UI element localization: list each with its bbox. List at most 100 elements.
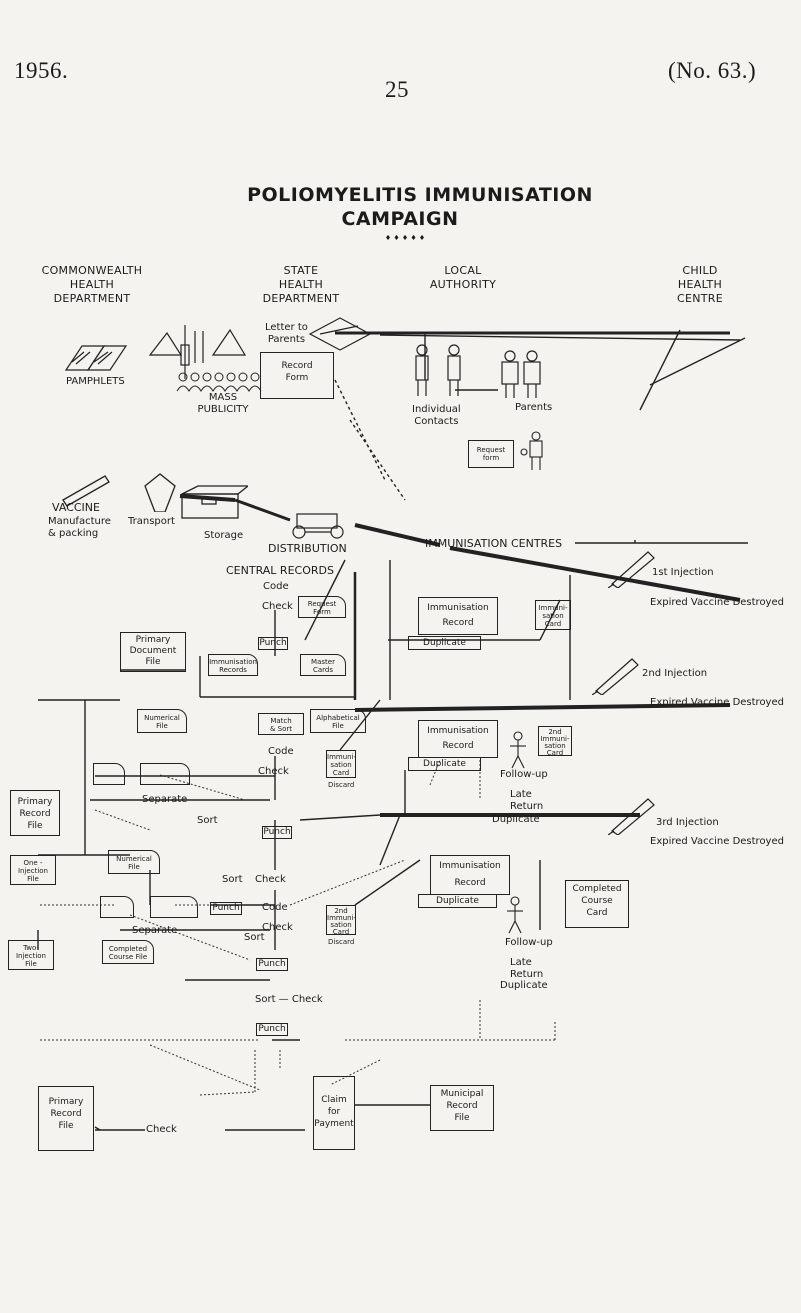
title-ornament: ♦ ♦ ♦ ♦ ♦	[384, 234, 426, 242]
check-1-label: Check	[262, 601, 293, 612]
immunisation-centres-label: IMMUNISATION CENTRES	[425, 537, 563, 550]
record-form-box: Record Form	[260, 352, 334, 399]
card-stack-2-box	[140, 763, 190, 785]
parents-icon	[501, 350, 541, 398]
delivery-van-icon	[292, 513, 344, 539]
diagram-title: POLIOMYELITIS IMMUNISATION	[247, 184, 593, 206]
transport-label: Transport	[128, 516, 175, 527]
first-injection-label: 1st Injection	[652, 567, 714, 578]
syringe-3-icon	[608, 798, 655, 835]
individual-contacts-icon	[415, 344, 461, 396]
duplicate-2-box: Duplicate	[408, 757, 481, 771]
code-3-label: Code	[262, 902, 288, 913]
claim-for-payment-box: Claim for Payment	[313, 1076, 355, 1150]
code-2-label: Code	[268, 746, 294, 757]
immunisation-record-2-box: Immunisation Record	[418, 720, 498, 758]
code-1-label: Code	[263, 581, 289, 592]
card-stack-3-box	[100, 896, 134, 918]
duplicate-3-box: Duplicate	[418, 894, 497, 908]
envelope-icon	[308, 317, 372, 351]
manufacture-label: Manufacture& packing	[48, 516, 111, 539]
punch-4-box: Punch	[256, 958, 288, 971]
one-injection-file-box: One - Injection File	[10, 855, 56, 885]
imm-card-2nd-2-box: 2nd Immuni- sation Card	[326, 905, 357, 936]
check-4-label: Check	[262, 922, 293, 933]
vaccine-label: VACCINE	[52, 501, 100, 514]
punch-3-box: Punch	[210, 902, 242, 915]
expired-vaccine-2-label: Expired Vaccine Destroyed	[650, 697, 784, 708]
card-stack-1-box	[93, 763, 125, 785]
syringe-1-icon	[608, 551, 655, 588]
completed-course-file-box: Completed Course File	[102, 940, 154, 964]
separate-1-label: Separate	[142, 794, 188, 805]
duplicate-dotted-1-label: Duplicate	[492, 814, 540, 825]
sort-3-label: Sort	[244, 932, 265, 943]
diagram-subtitle: CAMPAIGN	[341, 208, 459, 230]
immunisation-record-1-box: Immunisation Record	[418, 597, 498, 635]
loudspeaker-icon	[148, 325, 247, 379]
card-stack-4-box	[150, 896, 198, 918]
duplicate-1-box: Duplicate	[408, 636, 481, 650]
distribution-label: DISTRIBUTION	[268, 542, 347, 555]
check-3-label: Check	[255, 874, 286, 885]
storage-box-icon	[181, 485, 248, 519]
duplicate-dotted-2-label: Duplicate	[500, 980, 548, 991]
expired-vaccine-3-label: Expired Vaccine Destroyed	[650, 836, 784, 847]
immunisation-record-3-box: Immunisation Record	[430, 855, 510, 895]
primary-record-file-2-box: Primary Record File	[38, 1086, 94, 1151]
parents-label: Parents	[515, 402, 553, 413]
numerical-file-2-box: Numerical File	[108, 850, 160, 874]
master-cards-box: Master Cards	[300, 654, 346, 676]
sort-2-label: Sort	[222, 874, 243, 885]
storage-label: Storage	[204, 530, 244, 541]
pamphlets-icon	[64, 345, 128, 371]
separate-2-label: Separate	[132, 925, 178, 936]
check-2-label: Check	[258, 766, 289, 777]
imm-card-central-box: Immuni- sation Card	[326, 750, 356, 778]
two-injection-file-box: Two- Injection File	[8, 940, 54, 970]
child-follow-up-1-icon	[510, 731, 526, 769]
alphabetical-file-box: Alphabetical File	[310, 709, 366, 733]
pamphlets-label: PAMPHLETS	[66, 376, 125, 387]
page-number: 25	[385, 77, 409, 102]
punch-2-box: Punch	[262, 826, 292, 839]
follow-up-1-label: Follow-up	[500, 769, 548, 780]
expired-vaccine-1-label: Expired Vaccine Destroyed	[650, 597, 784, 608]
discard-1-label: Discard	[328, 781, 355, 789]
immunisation-records-box: Immunisation Records	[208, 654, 258, 676]
parent-child-icon	[520, 431, 543, 470]
numerical-file-1-box: Numerical File	[137, 709, 187, 733]
municipal-record-file-box: Municipal Record File	[430, 1085, 494, 1131]
follow-up-2-label: Follow-up	[505, 937, 553, 948]
completed-course-card-box: Completed Course Card	[565, 880, 629, 928]
request-form-box: Request form	[468, 440, 514, 468]
imm-card-1-box: Immuni- sation Card	[535, 600, 571, 630]
central-records-label: CENTRAL RECORDS	[226, 564, 334, 577]
publication-year: 1956.	[14, 58, 69, 83]
discard-2-label: Discard	[328, 938, 355, 946]
crowd-icon	[176, 372, 262, 392]
request-form-2-box: Request Form	[298, 596, 346, 618]
punch-5-box: Punch	[256, 1023, 288, 1036]
sort-check-label: Sort — Check	[255, 994, 323, 1005]
bottom-check-label: Check	[146, 1124, 177, 1135]
punch-1-box: Punch	[258, 637, 288, 650]
primary-record-file-1-box: Primary Record File	[10, 790, 60, 836]
third-injection-label: 3rd Injection	[656, 817, 719, 828]
second-injection-label: 2nd Injection	[642, 668, 708, 679]
sort-1-label: Sort	[197, 815, 218, 826]
match-sort-box: Match & Sort	[258, 713, 304, 735]
child-follow-up-2-icon	[507, 896, 523, 934]
issue-number: (No. 63.)	[668, 58, 757, 83]
imm-card-2nd-1-box: 2nd Immuni- sation Card	[538, 726, 572, 757]
primary-document-file-box: Primary Document File	[120, 632, 186, 672]
